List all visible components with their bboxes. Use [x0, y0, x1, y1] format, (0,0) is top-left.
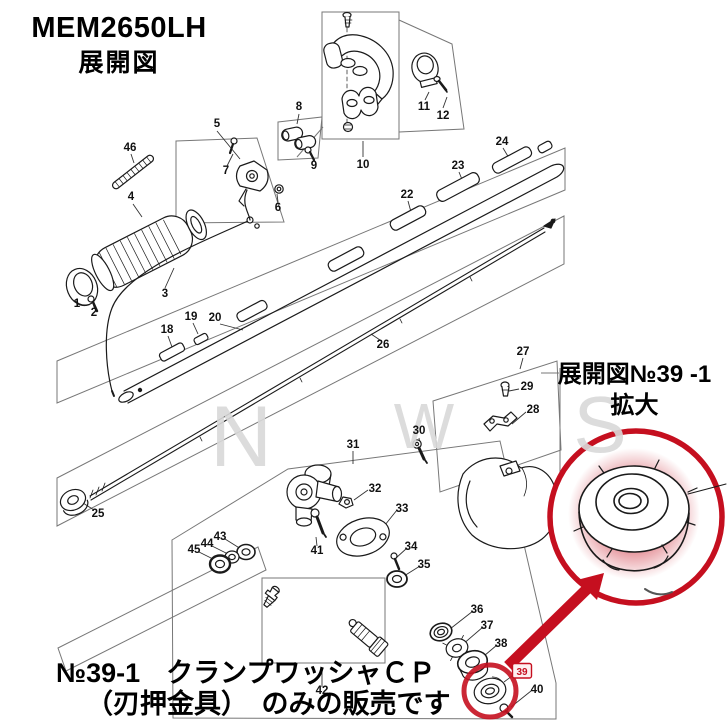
part-label-45: 45	[188, 544, 201, 556]
title-block: MEM2650LH 展開図	[20, 12, 218, 78]
box-part27	[432, 360, 562, 493]
collar-part25	[59, 488, 89, 516]
seal-part35	[386, 570, 408, 588]
outer-pipe-part20	[118, 163, 565, 404]
box-inner-shaft	[56, 215, 565, 527]
part-label-10: 10	[357, 159, 370, 171]
part-label-37: 37	[481, 620, 494, 632]
part-label-12: 12	[437, 110, 450, 122]
hanger-part11	[411, 52, 439, 89]
guard-part27	[457, 457, 559, 550]
box-part42	[261, 577, 386, 664]
part-label-43: 43	[214, 531, 227, 543]
watermark-letter-n: N	[210, 389, 272, 485]
grip-part4	[91, 209, 208, 292]
gearcase-part31	[286, 464, 343, 527]
rings-parts43-45	[208, 543, 256, 574]
part-label-31: 31	[347, 439, 360, 451]
part-label-4: 4	[128, 191, 135, 203]
box-part10	[321, 11, 400, 140]
part-label-22: 22	[401, 189, 414, 201]
clamp-washer-part39	[473, 676, 507, 705]
sales-note-part-name: クランプワッシャＣＰ	[166, 658, 436, 688]
part-label-1: 1	[74, 298, 81, 310]
part-label-18: 18	[161, 324, 174, 336]
part-label-42: 42	[316, 685, 329, 697]
part-label-41: 41	[311, 545, 324, 557]
enlarged-view-caption-line2: 拡大	[610, 392, 659, 420]
enlarged-view-caption-line1: 展開図№39 -1	[557, 361, 712, 388]
screw-part29	[500, 381, 510, 397]
part-label-30: 30	[413, 425, 426, 437]
part-label-24: 24	[496, 136, 509, 148]
part-label-38: 38	[495, 638, 508, 650]
part-label-28: 28	[527, 404, 540, 416]
part-label-19: 19	[185, 311, 198, 323]
part-badge-39	[511, 662, 533, 679]
part-label-32: 32	[369, 483, 382, 495]
sales-note-description: （刃押金具） のみの販売です	[86, 689, 451, 720]
part-label-20: 20	[209, 312, 222, 324]
handle-part10	[323, 11, 394, 133]
grease-nipple-part42	[263, 585, 280, 608]
pipe-stickers	[158, 140, 553, 362]
part-label-5: 5	[214, 118, 221, 130]
part-label-29: 29	[521, 381, 534, 393]
plate-part33	[336, 517, 390, 557]
diagram-type-label: 展開図	[78, 49, 160, 78]
part-label-39: 39	[516, 667, 528, 678]
bracket-part28	[483, 411, 518, 432]
box-part31	[171, 440, 557, 720]
part-label-27: 27	[517, 346, 530, 358]
part-label-8: 8	[296, 101, 303, 113]
part-label-26: 26	[377, 339, 390, 351]
sales-note-part-no: №39-1	[56, 658, 141, 688]
bolt-part41	[310, 508, 327, 538]
screw-part7	[230, 137, 238, 145]
part-label-2: 2	[91, 307, 97, 319]
part-label-46: 46	[124, 142, 137, 154]
parts-drawings	[59, 11, 565, 719]
part-label-40: 40	[531, 684, 544, 696]
watermark-letter-w: W	[394, 390, 455, 462]
bearing-part36	[429, 622, 453, 642]
drive-shaft-part26	[89, 218, 556, 501]
box-rings	[57, 546, 267, 672]
spline-shaft-part42	[348, 618, 389, 657]
throttle-part5	[235, 160, 269, 221]
red-arrow	[504, 573, 604, 670]
bolt-part30	[412, 439, 428, 464]
screw-part34	[390, 552, 398, 560]
part-label-9: 9	[311, 160, 317, 172]
part-label-11: 11	[418, 101, 431, 113]
box-part8	[277, 116, 323, 161]
cable-part3	[105, 220, 249, 392]
part-label-6: 6	[275, 202, 281, 214]
part-label-23: 23	[452, 160, 465, 172]
model-number: MEM2650LH	[31, 12, 207, 44]
sales-note: №39-1 クランプワッシャＣＰ （刃押金具） のみの販売です	[56, 658, 451, 721]
screw-part2	[87, 295, 95, 303]
rod-part46	[111, 154, 155, 190]
box-part5	[175, 137, 285, 224]
part-label-35: 35	[418, 559, 431, 571]
part-label-7: 7	[223, 165, 229, 177]
part-label-44: 44	[201, 538, 214, 550]
part-label-36: 36	[471, 604, 484, 616]
part-label-25: 25	[92, 508, 105, 520]
part-label-34: 34	[405, 541, 418, 553]
clamp-washer-enlarged	[573, 459, 727, 596]
latch-part8	[281, 126, 317, 151]
highlight-circle-part39	[461, 662, 519, 720]
watermark: N W S	[210, 380, 627, 485]
enlarged-view-caption: 展開図№39 -1 拡大	[541, 359, 728, 421]
nut-part32	[338, 496, 354, 509]
part-label-33: 33	[396, 503, 409, 515]
part-label-3: 3	[162, 288, 168, 300]
